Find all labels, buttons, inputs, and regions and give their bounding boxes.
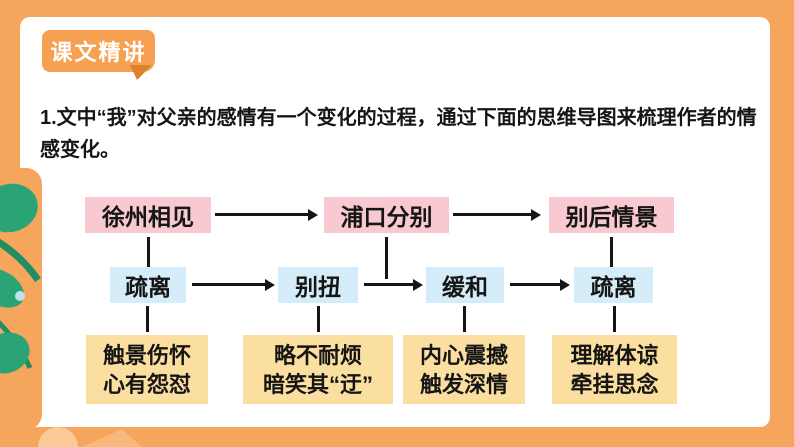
badge-label: 课文精讲 [50,40,147,65]
emotion-box-shuli-2: 疏离 [574,267,653,303]
detail-line: 牵挂思念 [570,371,659,397]
petal-decoration-icon [38,427,142,447]
detail-line: 略不耐烦 [273,342,362,368]
flow-arrow-right-icon [364,278,423,291]
detail-line: 内心震撼 [419,342,508,368]
detail-box-4: 理解体谅 牵挂思念 [552,335,677,404]
detail-line: 暗笑其“迂” [262,371,373,397]
detail-line: 理解体谅 [570,342,659,368]
detail-box-1: 触景伤怀 心有怨怼 [86,335,208,404]
emotion-box-shuli-1: 疏离 [110,267,186,303]
connector-line [385,237,388,279]
stage-box-pukou: 浦口分别 [324,197,449,233]
detail-line: 心有怨怼 [102,371,191,397]
connector-line [146,237,150,267]
connector-line [146,306,149,332]
detail-line: 触景伤怀 [102,342,191,368]
stage-box-xuzhou: 徐州相见 [85,197,211,233]
connector-line [462,306,466,332]
flow-arrow-right-icon [510,278,570,291]
connector-line [316,306,320,332]
stage-box-after: 别后情景 [549,197,674,233]
emotion-box-huanhe: 缓和 [426,267,504,303]
plant-decoration-icon [0,168,42,430]
emotion-box-bieniu: 别扭 [278,267,358,303]
flow-arrow-right-icon [215,208,318,221]
connector-line [612,306,616,332]
detail-box-3: 内心震撼 触发深情 [403,335,525,404]
flow-arrow-right-icon [453,208,541,221]
connector-line [610,237,613,267]
detail-line: 触发深情 [419,371,508,397]
question-text: 1.文中“我”对父亲的感情有一个变化的过程，通过下面的思维导图来梳理作者的情感变… [40,107,757,161]
section-badge: 课文精讲 [42,30,155,80]
flow-arrow-right-icon [192,278,275,291]
detail-box-2: 略不耐烦 暗笑其“迂” [243,335,393,404]
